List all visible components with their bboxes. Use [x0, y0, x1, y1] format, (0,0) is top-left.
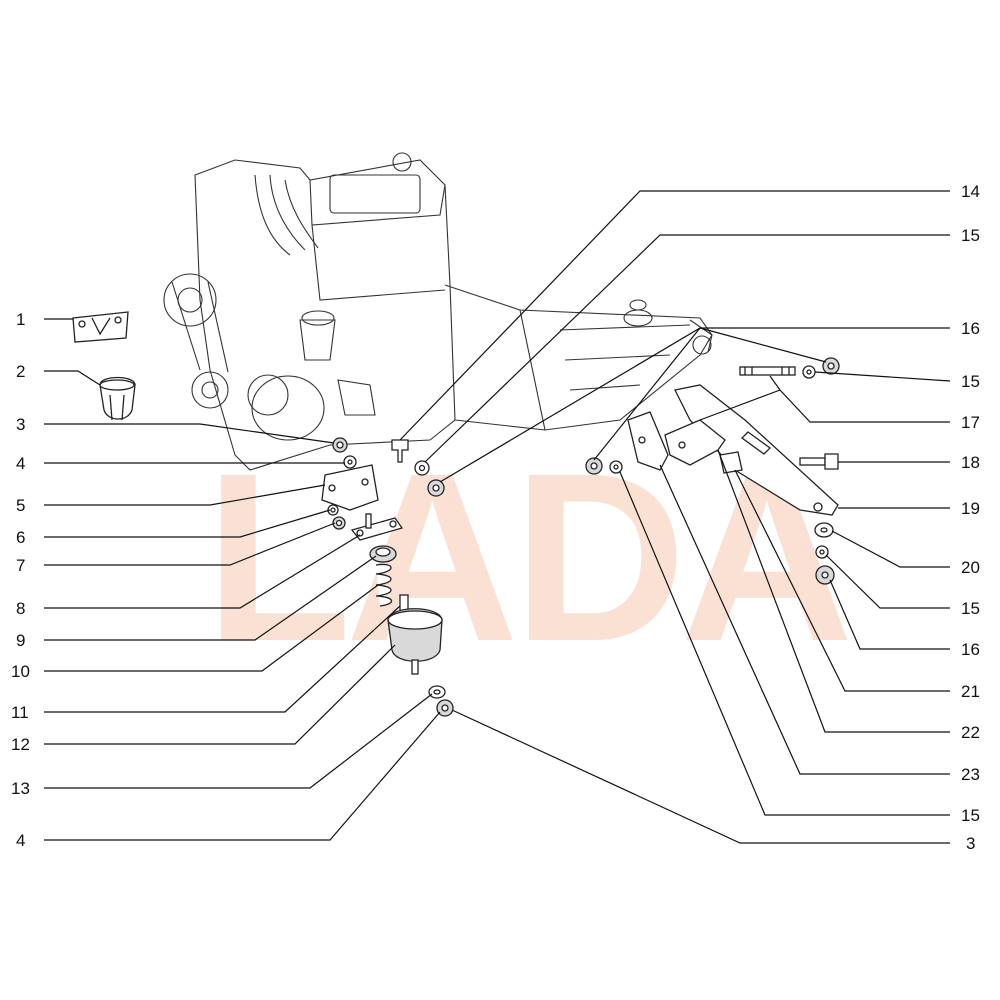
part-nut-3-right: [585, 457, 603, 475]
part-washer-15-right: [815, 545, 829, 559]
part-plate-8: [350, 513, 404, 541]
callout-label: 21: [961, 682, 980, 701]
part-washer-15-center: [414, 460, 430, 476]
part-washer-15-lower: [609, 460, 623, 474]
callout-label: 2: [16, 362, 25, 381]
callout-label: 4: [16, 454, 25, 473]
callout-label: 10: [11, 662, 30, 681]
part-washer-15-top: [802, 365, 816, 379]
callout-label: 16: [961, 640, 980, 659]
callout-label: 15: [961, 806, 980, 825]
callout-label: 15: [961, 372, 980, 391]
callout-label: 22: [961, 723, 980, 742]
part-stud-17: [739, 366, 796, 376]
callout-label: 23: [961, 765, 980, 784]
part-washer-20: [814, 522, 834, 538]
part-nut-7: [332, 516, 346, 530]
part-bolt-14: [391, 439, 409, 463]
callout-label: 17: [961, 413, 980, 432]
part-cup-9: [369, 545, 397, 563]
part-bracket-23: [627, 411, 669, 471]
callout-label: 3: [966, 834, 975, 853]
callout-label: 1: [16, 310, 25, 329]
part-mount-12: [387, 608, 443, 675]
callout-label: 13: [11, 779, 30, 798]
callout-label: 3: [16, 415, 25, 434]
callout-label: 9: [16, 631, 25, 650]
part-nut-4-lower: [436, 699, 454, 717]
part-washer-6: [327, 504, 339, 516]
callout-label: 11: [11, 703, 29, 722]
callout-label: 5: [16, 496, 25, 515]
part-spring-10: [375, 563, 393, 607]
part-spacer-21: [719, 451, 743, 474]
labels-left-group: 1 2 3 4 5 6 7 8 9 10 11 12 13 4: [11, 310, 30, 850]
callout-label: 14: [961, 182, 980, 201]
callout-label: 18: [961, 453, 980, 472]
callout-label: 8: [16, 599, 25, 618]
part-nut-16-center: [427, 479, 445, 497]
callout-label: 12: [11, 735, 30, 754]
part-bracket-5: [321, 464, 379, 511]
callout-label: 19: [961, 499, 980, 518]
part-nut-16-top: [822, 357, 840, 375]
engine-gearbox-drawing: [163, 152, 713, 471]
callout-label: 4: [16, 831, 25, 850]
callout-label: 15: [961, 599, 980, 618]
callout-label: 6: [16, 528, 25, 547]
labels-right-group: 14 15 16 15 17 18 19 20 15 16 21 22 23 1…: [961, 182, 980, 853]
part-washer-13: [428, 685, 446, 699]
part-cushion-2: [99, 376, 136, 421]
part-nut-16-right: [815, 565, 835, 585]
part-washer-4-left: [343, 455, 357, 469]
callout-label: 15: [961, 226, 980, 245]
callout-label: 20: [961, 558, 980, 577]
leader-lines: [44, 190, 951, 844]
part-nut-3-left: [332, 437, 348, 453]
callout-label: 16: [961, 319, 980, 338]
callout-label: 7: [16, 556, 25, 575]
part-bolt-18: [799, 453, 839, 470]
part-bracket-1: [72, 311, 129, 343]
